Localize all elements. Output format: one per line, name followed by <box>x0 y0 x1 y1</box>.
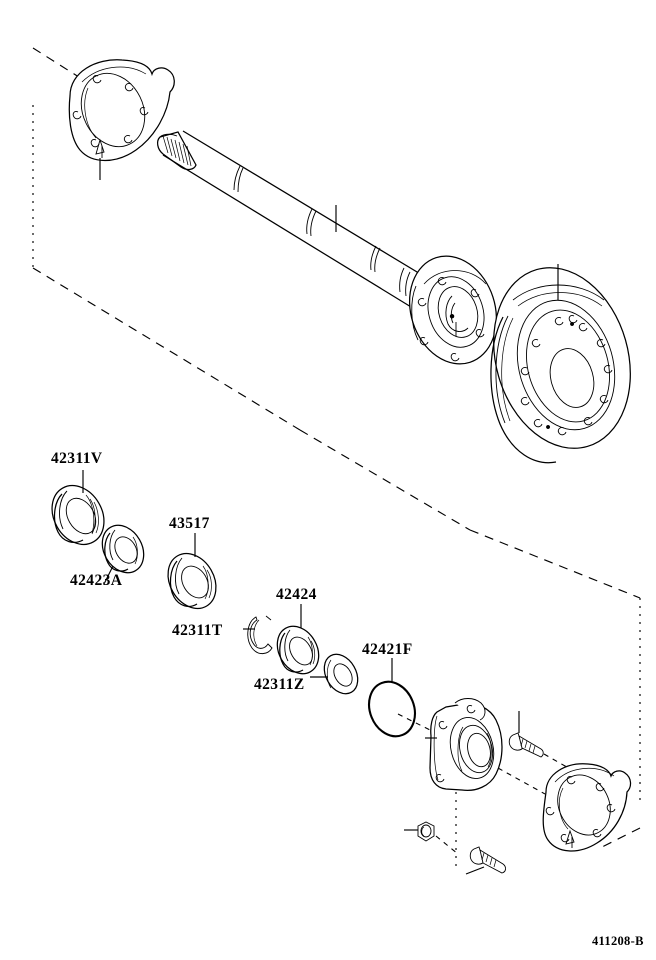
axle-shaft-flange <box>408 255 498 365</box>
part-42311T <box>243 615 273 655</box>
callout-42311Z: 42311Z <box>254 676 305 693</box>
part-42423A <box>101 524 145 585</box>
bolt-upper <box>508 711 573 771</box>
bolt-lower <box>465 846 506 875</box>
nut <box>404 821 459 855</box>
backing-plate-upper <box>68 59 175 180</box>
callout-42421F: 42421F <box>362 641 413 658</box>
callout-42311V: 42311V <box>51 450 103 467</box>
group-boundary <box>32 47 641 849</box>
figure-code: 411208-B <box>592 934 644 948</box>
axle-shaft <box>156 130 433 311</box>
part-42424 <box>276 604 320 675</box>
callout-42311T: 42311T <box>172 622 223 639</box>
brake-disc <box>490 264 631 464</box>
backing-plate-lower <box>542 763 632 852</box>
part-43517 <box>167 533 217 610</box>
callout-42424: 42424 <box>276 586 317 603</box>
part-42311V <box>51 470 105 546</box>
callout-43517: 43517 <box>169 515 210 532</box>
callout-42423A: 42423A <box>70 572 123 589</box>
part-42311Z <box>310 653 359 695</box>
part-42421F <box>368 658 433 738</box>
hub-carrier <box>425 698 546 872</box>
